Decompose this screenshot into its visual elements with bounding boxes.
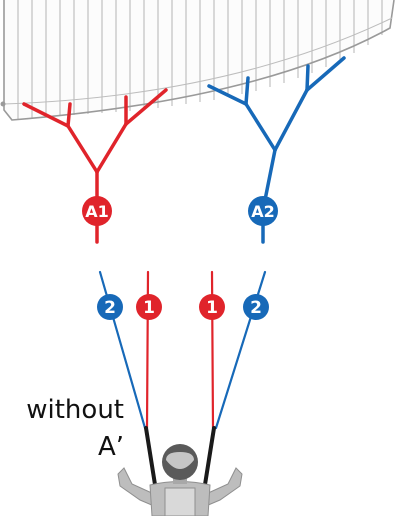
- line-badge-right-2-label: 2: [250, 298, 262, 318]
- canopy-tip-dot: [0, 101, 6, 107]
- canopy: [0, 0, 395, 121]
- riser-badge-a2-label: A2: [251, 202, 275, 221]
- line-badge-right-1-label: 1: [206, 298, 218, 318]
- lower-lines: [98, 270, 267, 430]
- pilot-left-arm: [117, 467, 155, 507]
- caption-line-1: without: [26, 395, 124, 425]
- pilot-visor: [166, 452, 194, 469]
- canopy-ribs: [17, 0, 383, 119]
- a2-line-cascade: [207, 56, 346, 244]
- line-badge-right-2: 2: [243, 294, 269, 320]
- pilot-right-arm: [205, 467, 243, 507]
- pilot-figure: [117, 444, 243, 517]
- caption-line-2: A’: [97, 432, 124, 462]
- riser-badge-a2: A2: [248, 196, 278, 226]
- riser-badge-a1: A1: [82, 196, 112, 226]
- riser-badge-a1-label: A1: [85, 202, 109, 221]
- line-badge-left-1-label: 1: [143, 298, 155, 318]
- line-badge-left-1: 1: [136, 294, 162, 320]
- pilot-harness: [164, 487, 196, 517]
- line-badge-left-2-label: 2: [104, 298, 116, 318]
- line-badge-right-1: 1: [199, 294, 225, 320]
- line-badge-left-2: 2: [97, 294, 123, 320]
